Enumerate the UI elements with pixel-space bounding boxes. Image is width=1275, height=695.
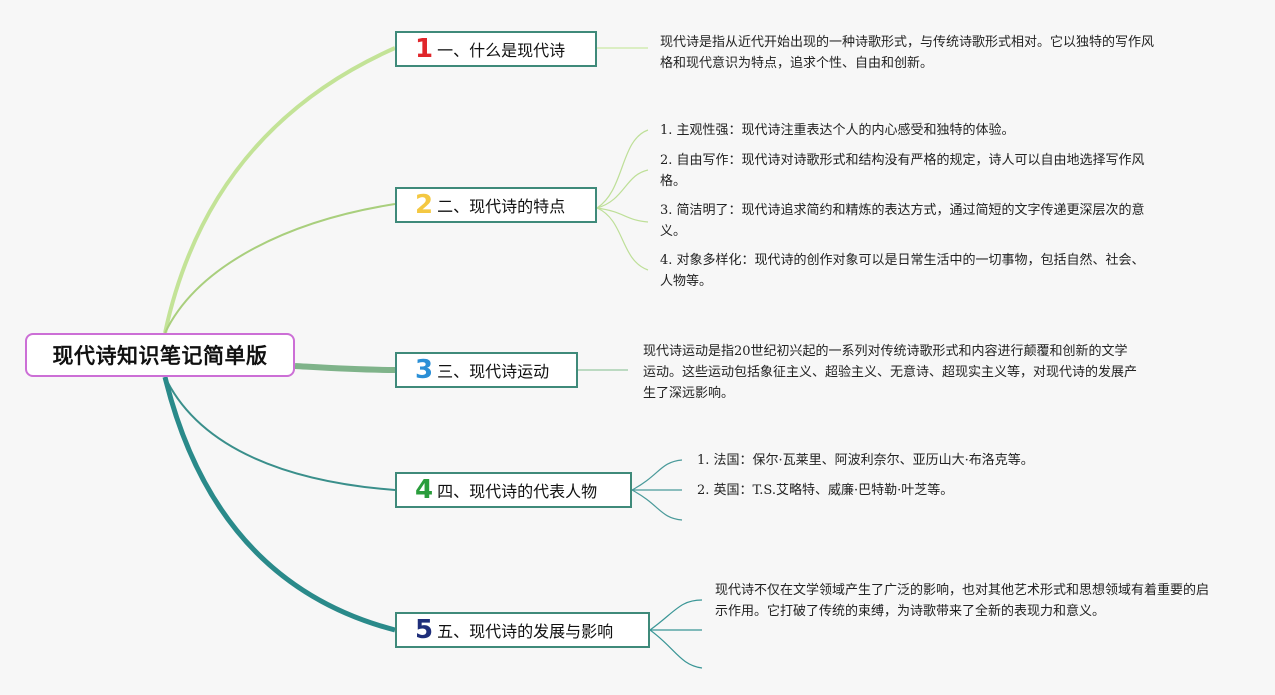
connector-branch-2-leaf-2	[596, 169, 649, 209]
branch-3-leaf-1[interactable]: 现代诗运动是指20世纪初兴起的一系列对传统诗歌形式和内容进行颠覆和创新的文学运动…	[643, 344, 1138, 401]
branch-topic-2[interactable]: 2 二、现代诗的特点	[395, 187, 597, 223]
connector-root-branch-3	[294, 363, 396, 373]
number-1-badge: 1	[415, 34, 434, 64]
connector-root-branch-5	[162, 376, 396, 633]
connector-branch-2-leaf-1	[596, 129, 649, 209]
root-topic-label: 现代诗知识笔记简单版	[52, 344, 268, 368]
connector-root-branch-2	[164, 203, 396, 334]
branch-2-leaf-2[interactable]: 2. 自由写作：现代诗对诗歌形式和结构没有严格的规定，诗人可以自由地选择写作风格…	[660, 153, 1145, 189]
branch-topic-4-label: 四、现代诗的代表人物	[437, 482, 598, 501]
number-5-badge: 5	[415, 615, 434, 645]
branch-topic-5[interactable]: 5 五、现代诗的发展与影响	[395, 612, 650, 648]
branch-topic-3[interactable]: 3 三、现代诗运动	[395, 352, 578, 388]
connector-branch-2-leaf-4	[596, 207, 649, 271]
branch-topic-1-label: 一、什么是现代诗	[437, 41, 566, 60]
branch-2-leaf-4[interactable]: 4. 对象多样化：现代诗的创作对象可以是日常生活中的一切事物，包括自然、社会、人…	[660, 253, 1145, 289]
connector-branch-2-leaf-3	[596, 207, 649, 223]
number-2-badge: 2	[415, 190, 434, 220]
connector-branch-4-leaf-3	[631, 489, 683, 521]
branch-5-leaf-1[interactable]: 现代诗不仅在文学领域产生了广泛的影响，也对其他艺术形式和思想领域有着重要的启示作…	[715, 583, 1210, 619]
number-3-badge: 3	[415, 355, 434, 385]
root-topic[interactable]: 现代诗知识笔记简单版	[25, 333, 295, 377]
branch-topic-2-label: 二、现代诗的特点	[437, 197, 566, 216]
branch-2-leaf-1[interactable]: 1. 主观性强：现代诗注重表达个人的内心感受和独特的体验。	[660, 123, 1015, 138]
branch-1-leaf-1[interactable]: 现代诗是指从近代开始出现的一种诗歌形式，与传统诗歌形式相对。它以独特的写作风格和…	[660, 35, 1155, 71]
branch-4-leaf-2[interactable]: 2. 英国：T.S.艾略特、威廉·巴特勒·叶芝等。	[697, 483, 954, 498]
connector-root-branch-4	[164, 376, 396, 491]
branch-topic-3-label: 三、现代诗运动	[437, 362, 550, 381]
connector-root-branch-1	[163, 46, 396, 334]
branch-2-leaf-3[interactable]: 3. 简洁明了：现代诗追求简约和精炼的表达方式，通过简短的文字传递更深层次的意义…	[660, 203, 1145, 239]
connector-branch-5-leaf-1	[649, 599, 703, 631]
branch-topic-1[interactable]: 1 一、什么是现代诗	[395, 31, 597, 67]
number-4-badge: 4	[415, 475, 434, 505]
branch-topic-4[interactable]: 4 四、现代诗的代表人物	[395, 472, 632, 508]
connector-branch-4-leaf-1	[631, 459, 683, 491]
branch-topic-5-label: 五、现代诗的发展与影响	[437, 622, 614, 641]
connector-branch-5-leaf-3	[649, 629, 703, 669]
branch-4-leaf-1[interactable]: 1. 法国：保尔·瓦莱里、阿波利奈尔、亚历山大·布洛克等。	[697, 453, 1034, 468]
